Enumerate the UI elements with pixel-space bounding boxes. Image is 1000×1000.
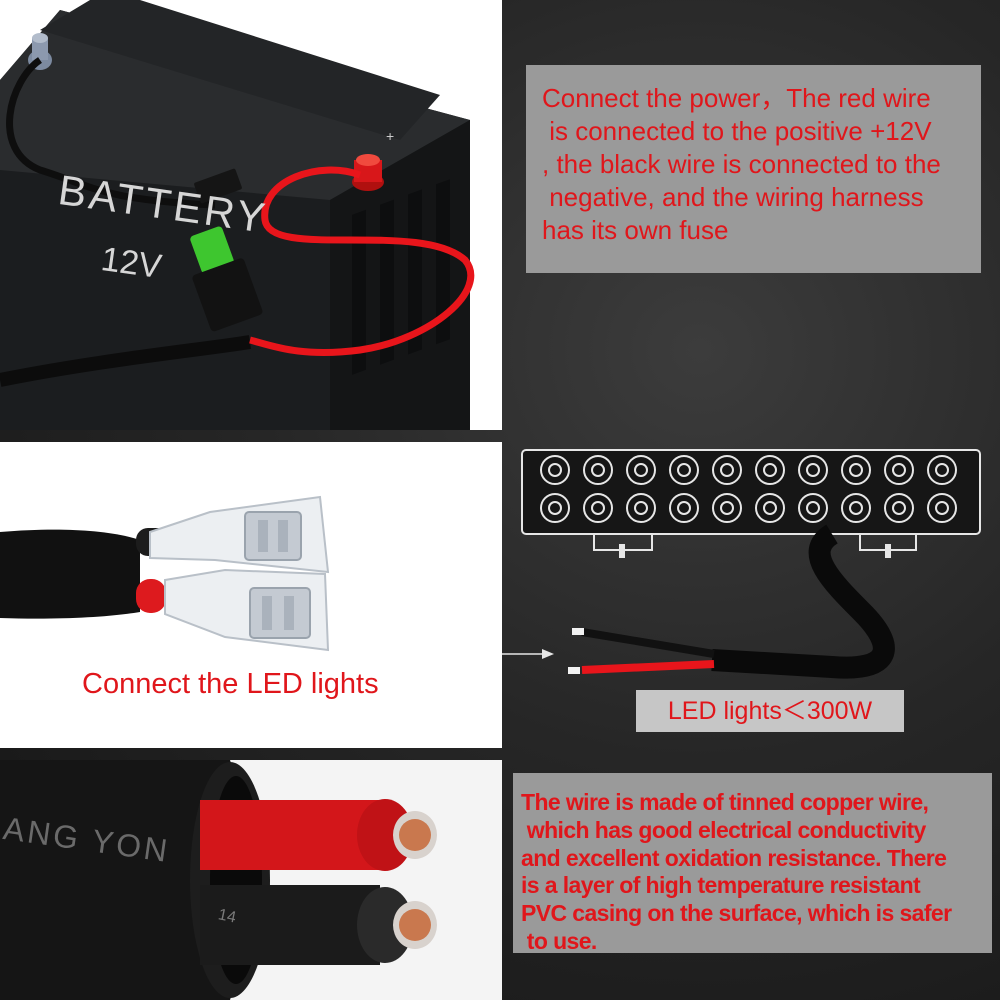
power-note-line: Connect the power，The red wire bbox=[542, 83, 931, 113]
led-bulb-core bbox=[720, 463, 734, 477]
wire-note-box: The wire is made of tinned copper wire, … bbox=[513, 773, 992, 955]
battery-voltage: 12V bbox=[98, 240, 164, 287]
led-bulb-core bbox=[591, 463, 605, 477]
led-bulb-core bbox=[849, 501, 863, 515]
cable-print-text-2: 14 bbox=[216, 906, 238, 927]
led-bulb bbox=[712, 493, 742, 523]
positive-symbol: + bbox=[386, 128, 395, 144]
wire-note-line: to use. bbox=[521, 928, 598, 955]
led-bulb-core bbox=[591, 501, 605, 515]
led-bulb bbox=[540, 455, 570, 485]
battery-photo-panel: BATTERY 12V + bbox=[0, 0, 502, 430]
led-bar-caption: LED lights＜300W bbox=[636, 690, 904, 732]
led-bulb-core bbox=[548, 463, 562, 477]
led-bulb bbox=[927, 493, 957, 523]
wire-note-line: and excellent oxidation resistance. Ther… bbox=[521, 844, 947, 871]
led-bulb-core bbox=[763, 463, 777, 477]
led-bulb bbox=[798, 455, 828, 485]
wire-note-line: which has good electrical conductivity bbox=[521, 816, 927, 843]
led-bulb bbox=[669, 455, 699, 485]
led-bulb-core bbox=[548, 501, 562, 515]
led-bulb-core bbox=[892, 501, 906, 515]
battery-illustration bbox=[0, 0, 475, 430]
wire-note-line: is a layer of high temperature resistant bbox=[521, 872, 921, 899]
led-bulb-core bbox=[677, 463, 691, 477]
led-bulb bbox=[798, 493, 828, 523]
led-bulb-core bbox=[935, 463, 949, 477]
led-bulb bbox=[712, 455, 742, 485]
led-bulb bbox=[669, 493, 699, 523]
led-connect-caption: Connect the LED lights bbox=[82, 668, 379, 700]
power-note-line: negative, and the wiring harness bbox=[542, 182, 924, 213]
led-bulb bbox=[927, 455, 957, 485]
led-bulb-core bbox=[849, 463, 863, 477]
power-note-line: is connected to the positive +12V bbox=[542, 116, 932, 147]
cable-photo-panel: ANG YON 14 bbox=[0, 760, 502, 1000]
led-connector-panel: Connect the LED lights bbox=[0, 442, 502, 748]
led-bulb bbox=[540, 493, 570, 523]
led-bulb-core bbox=[634, 463, 648, 477]
led-bulb-core bbox=[634, 501, 648, 515]
led-bulb-core bbox=[677, 501, 691, 515]
wire-note-line: The wire is made of tinned copper wire, bbox=[521, 789, 929, 815]
led-bulb bbox=[884, 455, 914, 485]
led-bar-panel: LED lights＜300W bbox=[502, 442, 1000, 748]
power-note-line: has its own fuse bbox=[542, 215, 729, 246]
led-bulb bbox=[626, 455, 656, 485]
led-bulb bbox=[841, 493, 871, 523]
power-note-line: , the black wire is connected to the bbox=[542, 149, 941, 180]
led-bulb bbox=[626, 493, 656, 523]
led-bulb bbox=[884, 493, 914, 523]
led-bulb-core bbox=[720, 501, 734, 515]
led-bulb bbox=[583, 455, 613, 485]
led-bar-illustration bbox=[502, 449, 981, 679]
led-bulb bbox=[755, 455, 785, 485]
wire-note-line: PVC casing on the surface, which is safe… bbox=[521, 900, 952, 927]
power-note-box: Connect the power，The red wire is connec… bbox=[526, 65, 981, 273]
led-bulb bbox=[841, 455, 871, 485]
led-bulb bbox=[583, 493, 613, 523]
led-bulb-core bbox=[806, 463, 820, 477]
led-bulb bbox=[755, 493, 785, 523]
led-bulb-core bbox=[892, 463, 906, 477]
led-bulb-core bbox=[763, 501, 777, 515]
connector-illustration bbox=[0, 495, 330, 652]
cable-illustration bbox=[0, 760, 437, 1000]
led-bulb-core bbox=[935, 501, 949, 515]
led-bulb-core bbox=[806, 501, 820, 515]
